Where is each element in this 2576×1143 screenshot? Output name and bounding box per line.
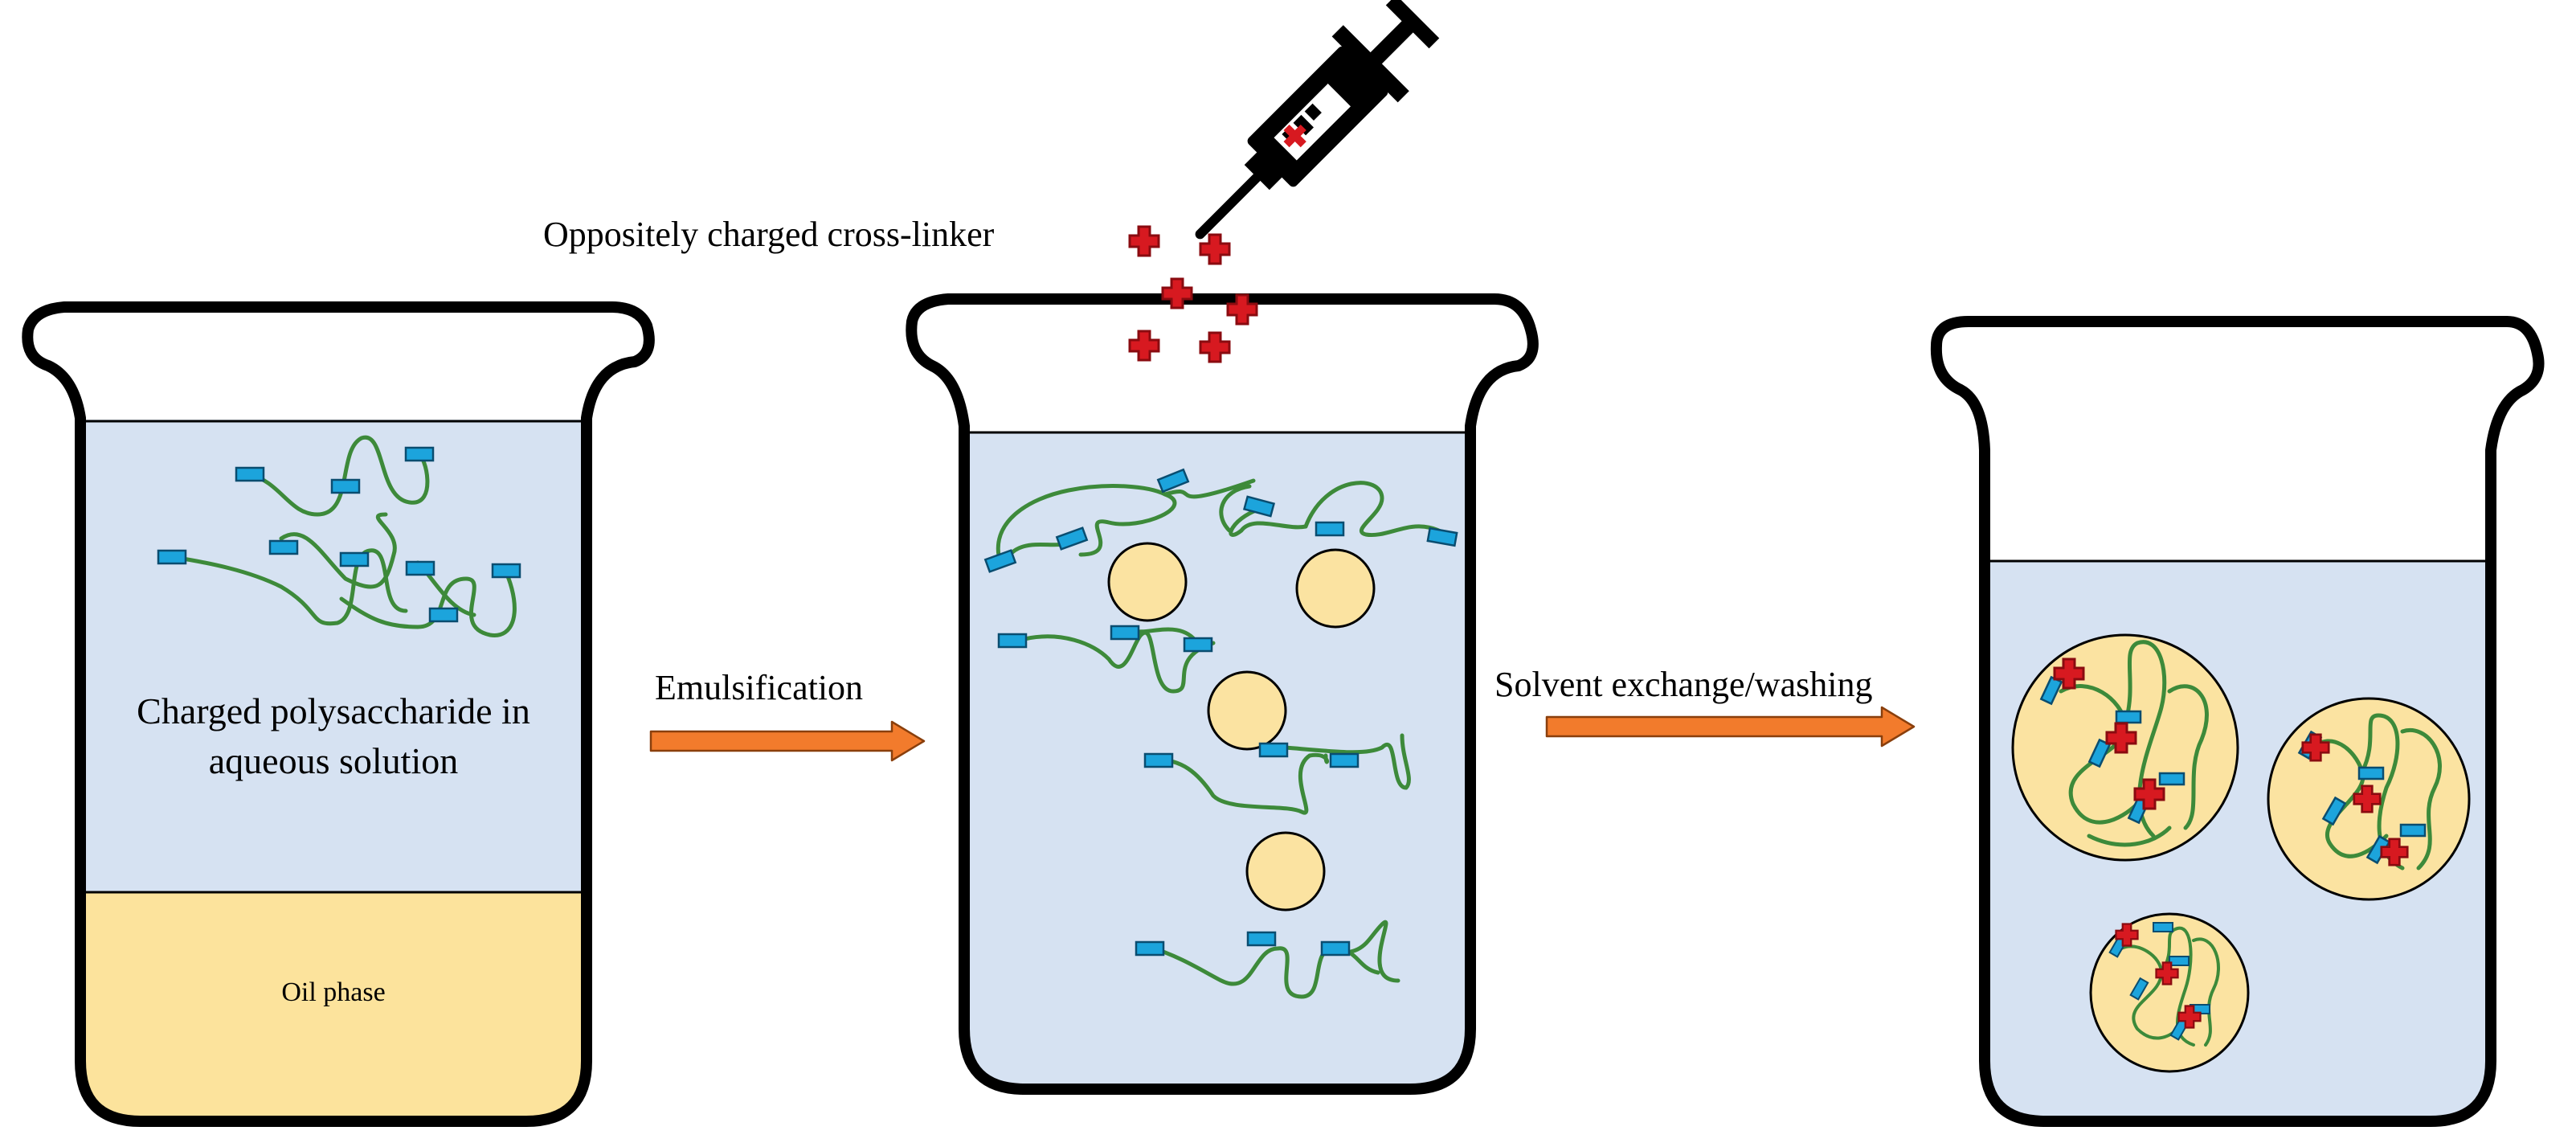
aqueous-phase-2 bbox=[964, 432, 1470, 1089]
droplet-icon bbox=[1107, 542, 1188, 622]
beaker-3 bbox=[1930, 316, 2545, 1127]
aqueous-phase-1 bbox=[80, 420, 587, 892]
arrow-right-icon bbox=[1545, 706, 1916, 748]
oil-phase-label: Oil phase bbox=[281, 977, 385, 1007]
droplet-icon bbox=[1295, 548, 1376, 629]
beaker-icon bbox=[1930, 316, 2545, 1127]
syringe-icon bbox=[1195, 0, 1440, 240]
beaker-icon bbox=[22, 301, 655, 1127]
microsphere-icon bbox=[2267, 697, 2471, 901]
cross-linker-icon bbox=[1199, 331, 1231, 363]
solvent-exchange-label: Solvent exchange/washing bbox=[1494, 665, 1872, 704]
microsphere-icon bbox=[2089, 912, 2250, 1073]
polysaccharide-label-2: aqueous solution bbox=[209, 740, 458, 781]
polysaccharide-label: Charged polysaccharide in bbox=[137, 690, 530, 731]
cross-linker-icon bbox=[1128, 330, 1160, 362]
polymer-chains-2 bbox=[996, 478, 1449, 999]
microsphere-icon bbox=[2011, 633, 2239, 862]
charge-groups-1 bbox=[157, 446, 521, 623]
cross-linker-icon bbox=[1128, 225, 1160, 257]
charge-groups-2 bbox=[983, 468, 1458, 957]
arrow-right-icon bbox=[649, 720, 926, 762]
cross-linker-icon bbox=[1199, 233, 1231, 265]
beaker-2: Oppositely charged cross-linker bbox=[543, 0, 1539, 1095]
beaker-icon bbox=[906, 293, 1539, 1095]
emulsification-arrow: Emulsification bbox=[649, 668, 926, 762]
cross-linker-label: Oppositely charged cross-linker bbox=[543, 215, 995, 254]
droplet-icon bbox=[1207, 670, 1287, 751]
solvent-exchange-arrow: Solvent exchange/washing bbox=[1494, 665, 1916, 748]
droplet-icon bbox=[1245, 831, 1326, 912]
oil-phase-layer bbox=[80, 892, 587, 1121]
emulsification-label: Emulsification bbox=[655, 668, 863, 707]
oil-droplets bbox=[1107, 542, 1376, 912]
beaker-1: Charged polysaccharide in aqueous soluti… bbox=[22, 301, 655, 1127]
